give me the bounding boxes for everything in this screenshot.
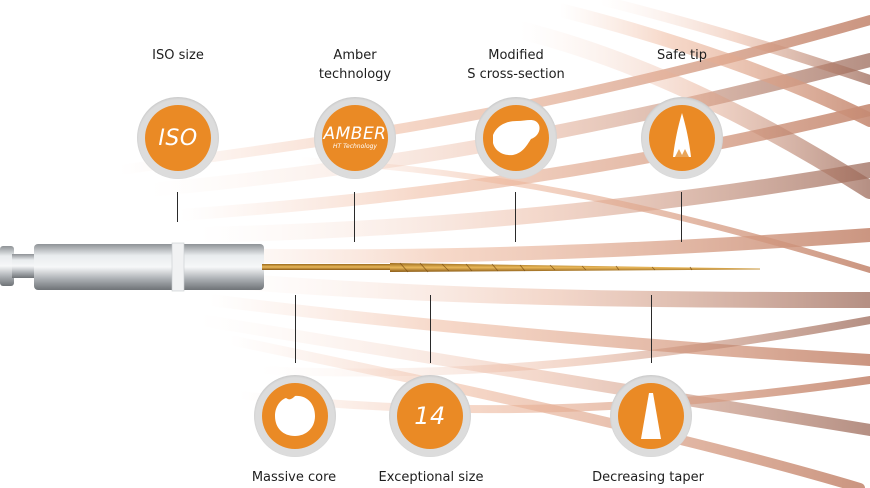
exceptional-size-badge: 14 bbox=[389, 375, 471, 457]
feature-label-s-cross-section: Modified S cross-section bbox=[467, 48, 565, 82]
size-14-icon: 14 bbox=[414, 402, 446, 430]
amber-logo-icon: AMBER HT Technology bbox=[323, 124, 387, 150]
connector-line-amber bbox=[354, 192, 355, 242]
decreasing-taper-badge bbox=[610, 375, 692, 457]
iso-text-icon: ISO bbox=[158, 125, 198, 151]
connector-line-massive-core bbox=[295, 295, 296, 363]
safe-tip-icon bbox=[673, 113, 691, 157]
endodontic-file-graphic bbox=[0, 242, 760, 292]
massive-core-icon bbox=[275, 395, 315, 436]
feature-label-iso-size: ISO size bbox=[152, 48, 204, 63]
feature-label-amber-technology: Amber technology bbox=[318, 48, 392, 82]
iso-size-badge: ISO bbox=[137, 97, 219, 179]
amber-technology-badge: AMBER HT Technology bbox=[314, 97, 396, 179]
s-cross-section-badge bbox=[475, 97, 557, 179]
s-cross-section-icon bbox=[493, 120, 540, 156]
connector-line-cross-section bbox=[515, 192, 516, 242]
feature-label-safe-tip: Safe tip bbox=[657, 48, 707, 63]
connector-line-exceptional-size bbox=[430, 295, 431, 363]
feature-label-massive-core: Massive core bbox=[251, 470, 337, 485]
massive-core-badge bbox=[254, 375, 336, 457]
connector-line-decreasing-taper bbox=[651, 295, 652, 363]
decreasing-taper-icon bbox=[641, 393, 661, 439]
connector-line-iso bbox=[177, 192, 178, 222]
connector-line-safe-tip bbox=[681, 192, 682, 242]
safe-tip-badge bbox=[641, 97, 723, 179]
feature-label-exceptional-size: Exceptional size bbox=[378, 470, 484, 485]
feature-label-decreasing-taper: Decreasing taper bbox=[592, 470, 704, 485]
